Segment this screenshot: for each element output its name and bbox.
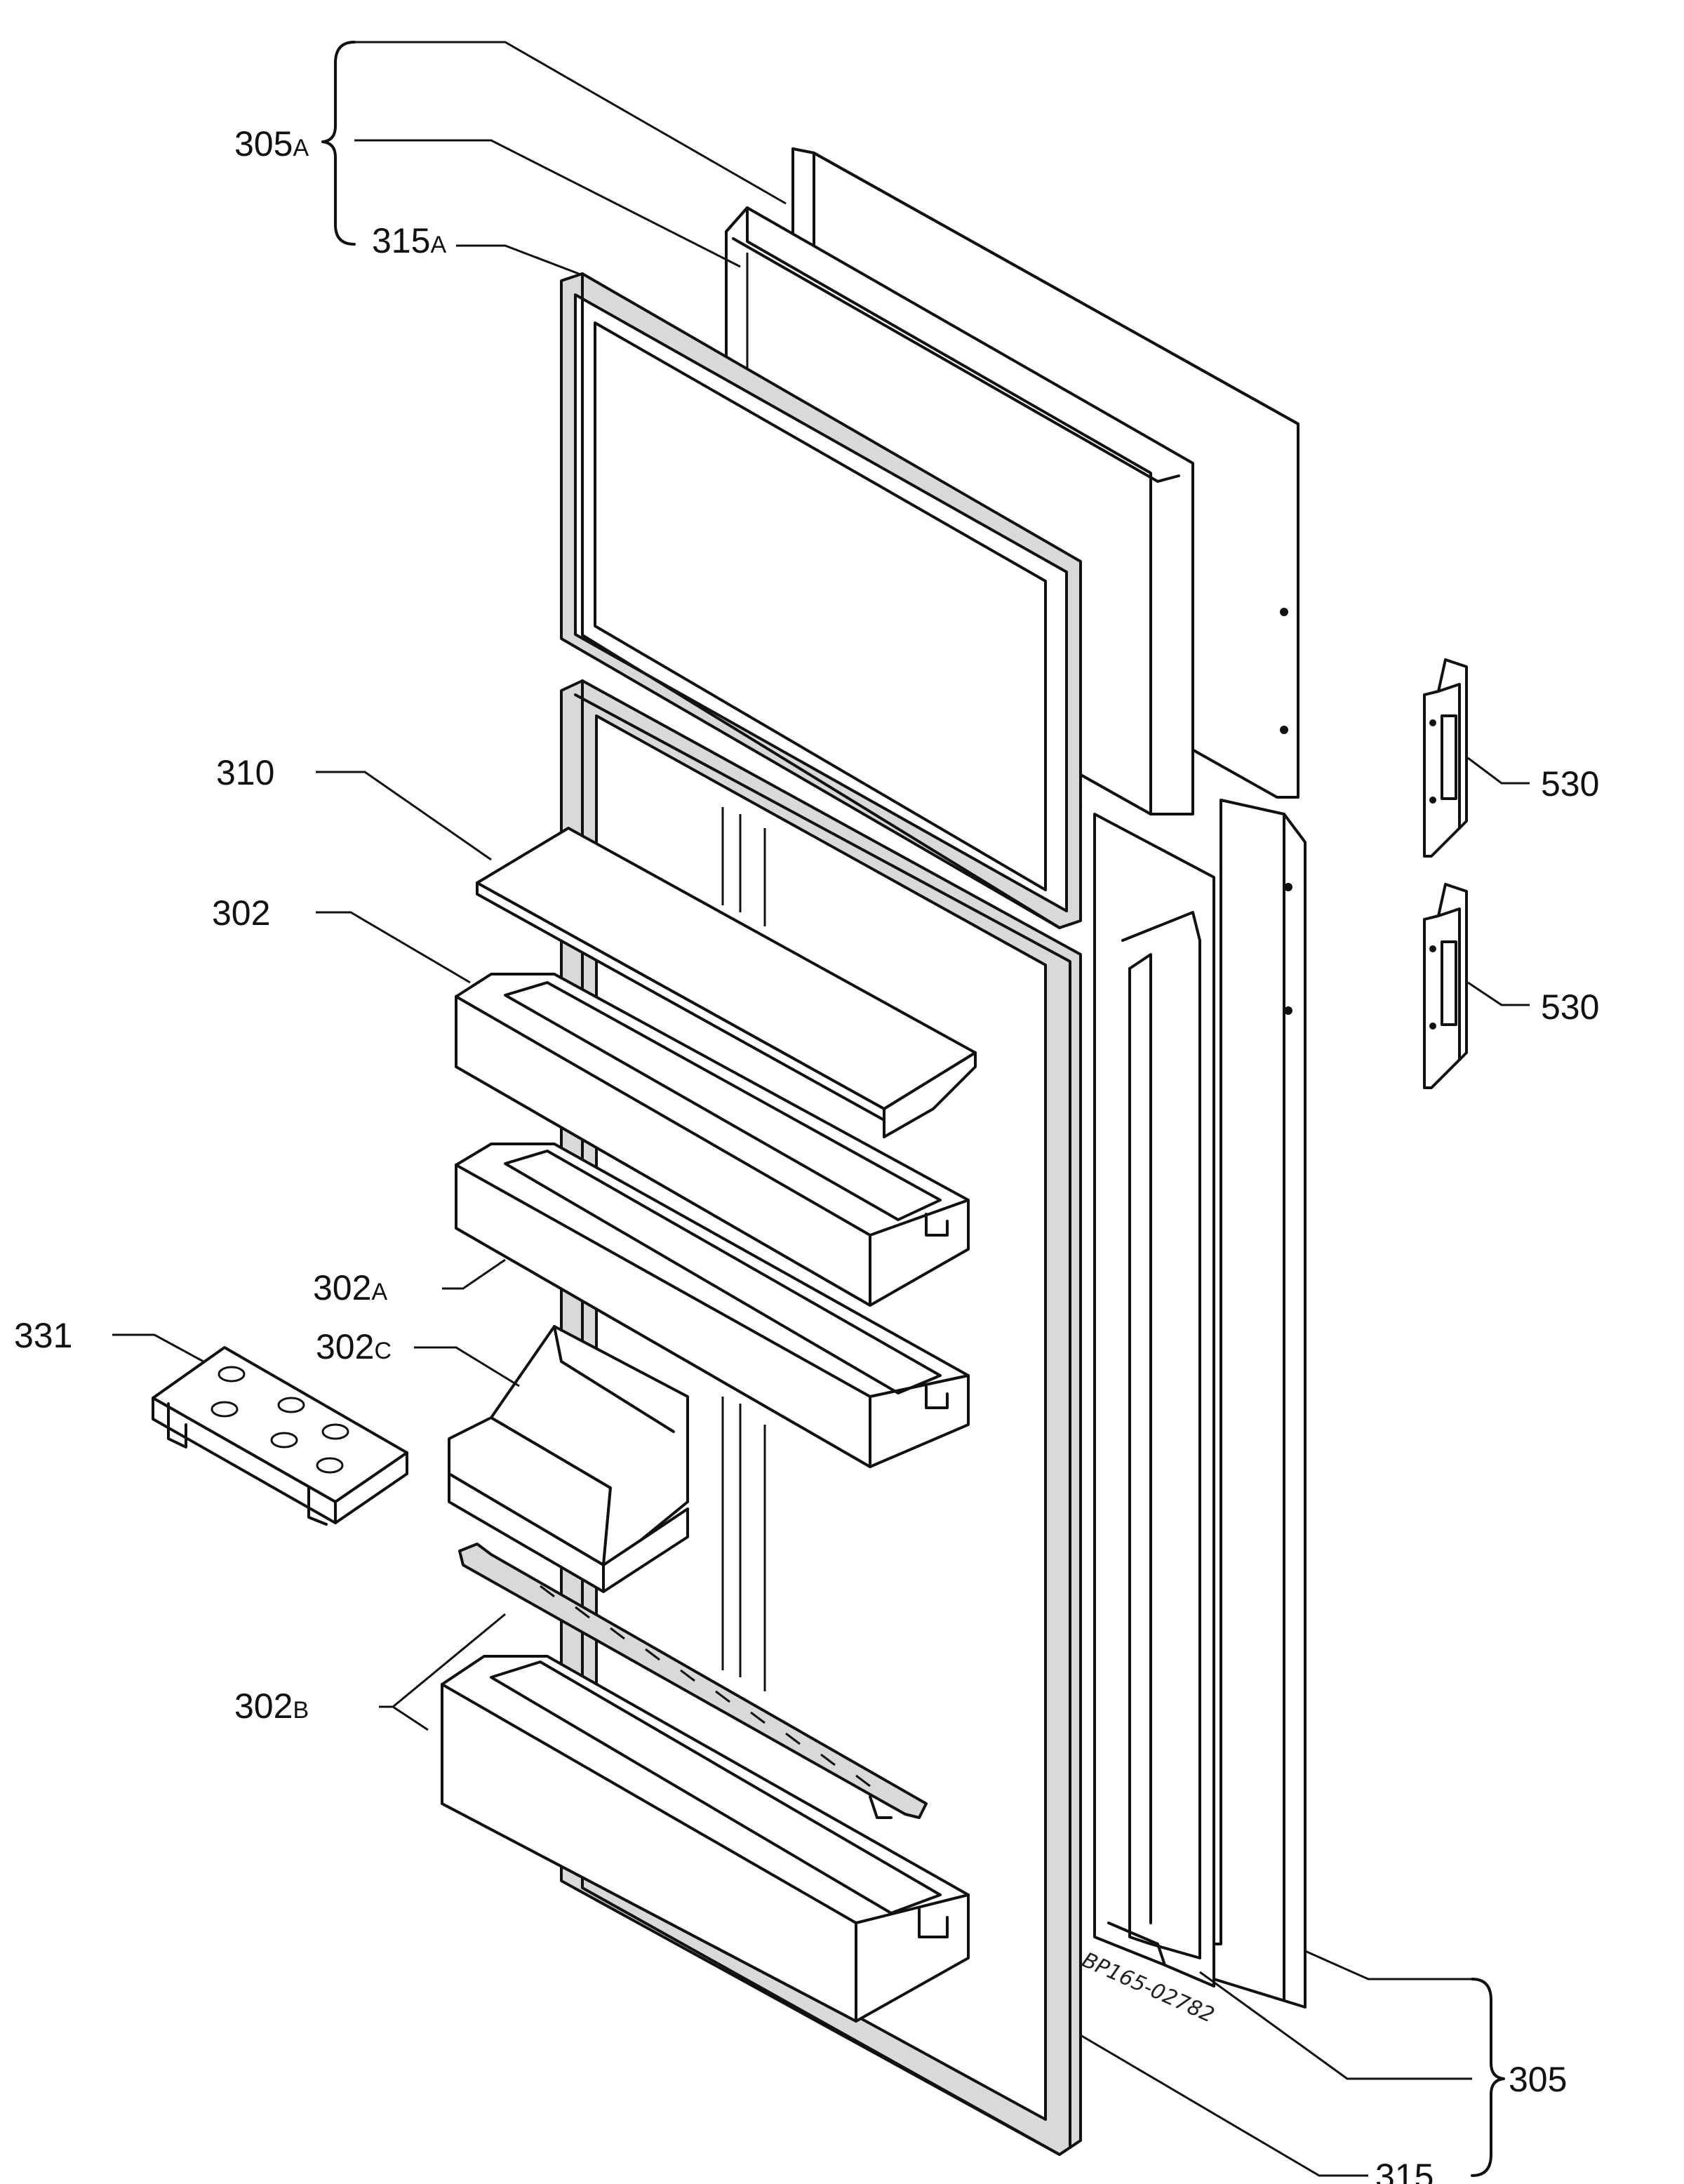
label-302a-number: 302 [313,1268,371,1307]
callout-302a: 302A [313,1268,387,1307]
brace-305 [1471,1978,1505,2177]
label-305: 305 [1509,2060,1567,2099]
label-530-top: 530 [1541,764,1599,804]
callout-305a: 305A [234,124,309,164]
label-310: 310 [216,753,274,792]
label-302a-suffix: A [371,1279,387,1305]
shelf-panel-310 [476,827,977,1138]
fridge-door-outer-panel [1212,799,1307,2009]
leader-lines [112,41,1530,2177]
bottle-holder-302c [448,1325,689,1593]
label-315a-suffix: A [430,232,446,258]
callout-315a: 315A [372,221,446,260]
bottle-balcony-302b [441,1655,970,2023]
label-305a-suffix: A [293,135,309,161]
callout-302c: 302C [316,1327,392,1366]
freezer-door-gasket [560,272,1082,929]
svg-text:302B: 302B [234,1686,309,1726]
door-balcony-302 [455,973,970,1307]
svg-text:305A: 305A [234,124,309,164]
svg-text:315A: 315A [372,221,446,260]
fridge-inner-liner [1093,813,1215,1987]
label-315a-number: 315 [372,221,430,260]
brace-305a [321,41,356,246]
callout-302b: 302B [234,1686,309,1726]
label-315: 315 [1375,2157,1434,2184]
hinge-bracket-530-bottom [1423,883,1468,1089]
label-302c-suffix: C [374,1338,392,1364]
label-302: 302 [212,893,270,933]
door-balcony-302a [455,1143,970,1468]
label-302c-number: 302 [316,1327,374,1366]
hinge-bracket-530-top [1423,658,1468,858]
bottle-retainer-bar-302b [458,1543,928,1819]
label-331: 331 [14,1316,72,1355]
label-302b-suffix: B [293,1697,309,1724]
label-530-bottom: 530 [1541,987,1599,1027]
svg-text:302C: 302C [316,1327,392,1366]
svg-text:302A: 302A [313,1268,387,1307]
label-305a-number: 305 [234,124,293,164]
label-302b-number: 302 [234,1686,293,1726]
egg-tray-331 [152,1346,408,1526]
